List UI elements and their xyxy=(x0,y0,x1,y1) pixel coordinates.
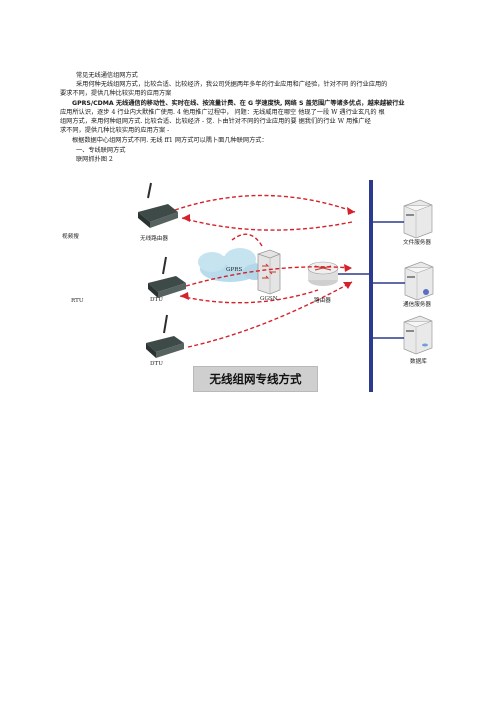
server-label-communication: 通信服务器 xyxy=(403,302,431,308)
paragraph-3: 根据数据中心组网方式不同. 无线 ff1 网方式可以隅卜面几种联网方式： xyxy=(72,137,268,144)
device-label-dtu-2: DTU xyxy=(150,361,163,367)
paragraph-2-line-4: 求不同，提供几种比较实用的应用方案 - xyxy=(60,127,170,134)
router-label: 路由器 xyxy=(314,298,331,304)
server-label-file: 文件服务器 xyxy=(403,240,431,246)
paragraph-1-line-2: 要求不同，提供几种比较实用的应用方案 xyxy=(60,90,172,97)
rtu-label: RTU xyxy=(71,298,84,304)
paragraph-2-line-2: 应用所认识，逐步 4 行业内大默推广使用. 4 他用推广过程中， 问题：无线威用… xyxy=(60,109,385,116)
communication-server-icon xyxy=(404,261,434,301)
diagram-caption: 无线组网专线方式 xyxy=(209,372,302,386)
paragraph-2-line-1: GPRS/CDMA 无线通信的移动性、实时在线、按流量计费、在 G 学速度快, … xyxy=(72,100,405,107)
device-label-wireless-router: 无线路由器 xyxy=(140,236,168,242)
ggsn-icon xyxy=(257,249,281,295)
paragraph-1-line-1: 采用何种无线组网方式，比较合适、比较经济，我公司凭据两年多年的行业应用和广经验，… xyxy=(76,81,388,88)
server-label-database: 数据库 xyxy=(410,359,427,365)
cloud-label: GPRS xyxy=(226,267,243,273)
router-icon xyxy=(307,261,339,286)
diagram-caption-box: 无线组网专线方式 xyxy=(193,366,318,392)
dtu-device-icon-2 xyxy=(146,314,184,358)
ggsn-label: GGSN xyxy=(260,296,278,302)
section-heading: 一、专线联网方式 xyxy=(76,147,126,154)
device-label-dtu-1: DTU xyxy=(150,297,163,303)
dtu-device-icon-1 xyxy=(148,256,186,298)
topology-heading: 联网抓扑图 2 xyxy=(76,156,113,163)
video-label: 视频搜 xyxy=(62,234,79,240)
doc-title: 常见无线通信组网方式 xyxy=(76,72,138,79)
file-server-icon xyxy=(403,199,433,239)
data-flow-arrows xyxy=(174,194,356,348)
database-server-icon xyxy=(403,315,433,355)
paragraph-2-line-3: 组网方式，来用何种组网方式. 比较合适、比较经济 - 觉. 卜由针对不同的行业应… xyxy=(60,118,371,125)
network-bus xyxy=(369,180,373,392)
gprs-cloud-icon xyxy=(198,248,267,282)
wireless-router-device-icon xyxy=(138,182,178,228)
